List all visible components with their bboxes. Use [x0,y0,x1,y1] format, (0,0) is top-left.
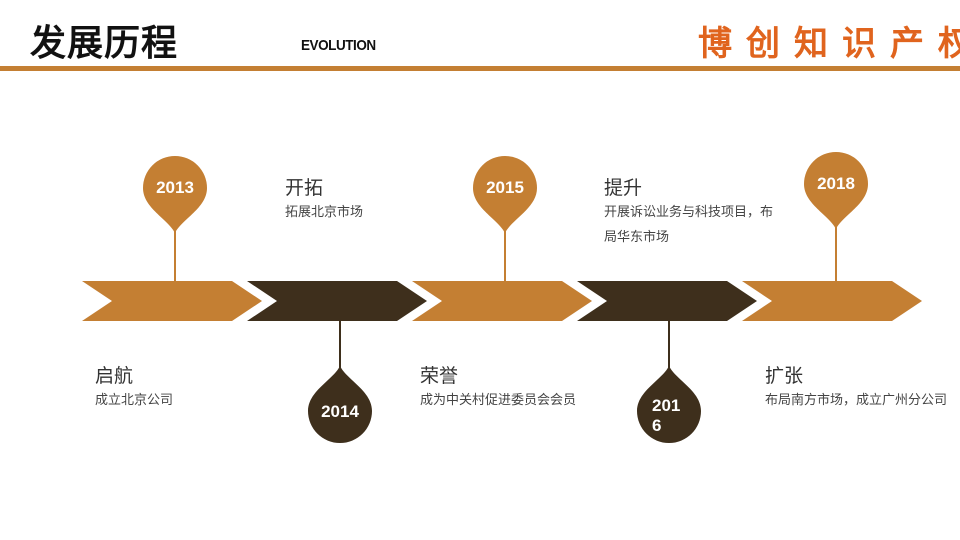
timeline-arrow-2 [247,281,427,321]
page-title: 发展历程 [30,23,179,64]
pin-year-2013: 2013 [156,178,194,197]
timeline-arrow-1 [82,281,262,321]
timeline-arrow-4 [577,281,757,321]
event-title-2015: 荣誉 [420,365,459,387]
event-title-2013: 启航 [95,365,134,387]
header-divider [0,66,960,71]
pin-year-2016: 2016 [652,396,681,435]
event-title-2014: 开拓 [285,177,324,199]
pin-2013 [143,156,207,233]
event-desc-2018: 布局南方市场，成立广州分公司 [765,393,948,408]
event-desc-2013: 成立北京公司 [95,393,174,408]
event-desc-2015: 成为中关村促进委员会会员 [420,393,577,408]
event-desc-2016: 开展诉讼业务与科技项目，布局华东市场 [604,205,774,245]
timeline-arrow-5 [742,281,922,321]
pin-2014 [308,366,372,443]
pin-2018 [804,152,868,229]
page-subtitle: EVOLUTION [301,37,376,54]
event-title-2018: 扩张 [765,365,804,387]
pin-year-2018: 2018 [817,174,855,193]
pin-year-2014: 2014 [321,402,359,421]
pin-2015 [473,156,537,233]
timeline-arrow-3 [412,281,592,321]
event-desc-2014: 拓展北京市场 [285,205,364,220]
brand-name: 博创知识产权 [698,24,960,64]
pin-2016 [637,366,701,443]
event-title-2016: 提升 [604,177,643,199]
pin-year-2015: 2015 [486,178,524,197]
